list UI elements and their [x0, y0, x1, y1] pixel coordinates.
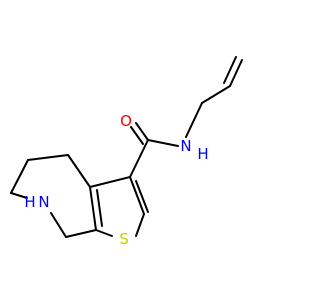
structure-canvas: O N H N H S: [10, 56, 243, 248]
bond-c7a-c3a-double: [89, 186, 97, 231]
bond-c3a-c4: [67, 154, 91, 188]
bond-n-c7: [50, 212, 67, 238]
bond-n-carbonyl: [147, 139, 179, 147]
bond-c4-c5: [27, 154, 69, 161]
bond-c6-n: [10, 192, 28, 199]
bond-c2-s: [135, 213, 145, 237]
bond-c3-c2-inner: [135, 180, 149, 213]
molecule-diagram: O N H N H S: [10, 56, 243, 248]
bond-carbonyl-double-b: [130, 126, 144, 145]
bond-carbonyl-double-a: [135, 122, 149, 141]
bond-s-c7a: [95, 229, 113, 237]
ring-nitrogen-label: N: [38, 193, 49, 211]
bond-c3-c2-double: [129, 176, 145, 215]
bond-allyl-ch2-n: [185, 102, 203, 138]
bond-c5-c6: [10, 159, 29, 194]
bond-vinyl-double-b: [223, 56, 237, 84]
amide-nitrogen-label: N: [180, 137, 191, 155]
amide-nitrogen-hydrogen-label: H: [197, 145, 208, 163]
ring-nitrogen-hydrogen-label: H: [24, 193, 35, 211]
bond-allyl-ch: [201, 85, 231, 104]
bond-c3a-c3: [89, 176, 131, 188]
sulfur-atom-label: S: [119, 230, 129, 248]
bond-c7-c7a: [65, 229, 97, 238]
bond-carbonyl-c3: [129, 139, 149, 178]
oxygen-atom-label: O: [120, 112, 132, 130]
bond-c7a-c3a-inner: [96, 189, 103, 227]
bond-vinyl-double-a: [229, 59, 243, 87]
